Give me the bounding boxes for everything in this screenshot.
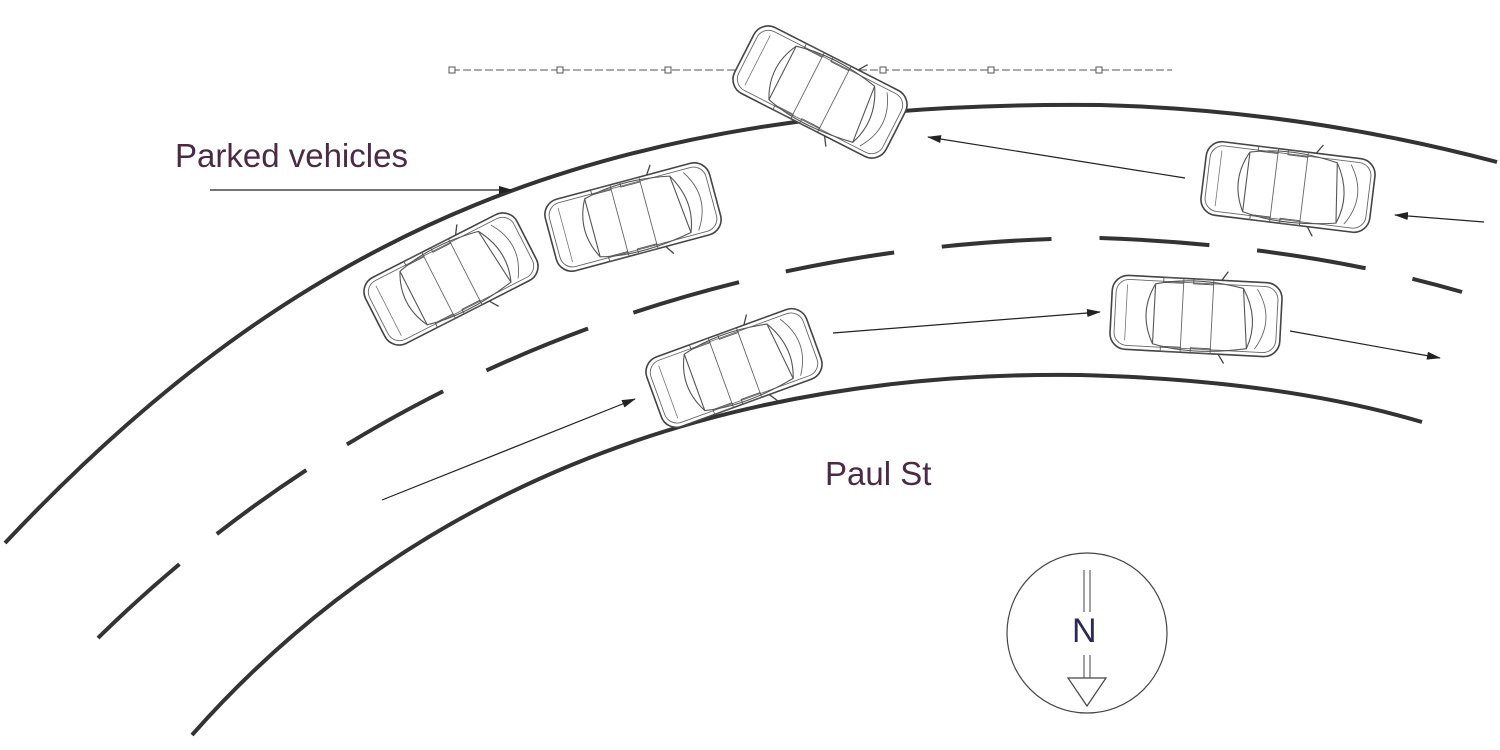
south-curb	[190, 372, 1423, 737]
car-topview-icon	[722, 11, 918, 173]
north-arrow-icon	[1006, 552, 1168, 714]
eastbound-arrow-3	[1289, 330, 1441, 360]
car-topview-icon	[637, 294, 831, 442]
westbound-arrow-2	[927, 135, 1186, 179]
parked-vehicles-label: Parked vehicles	[175, 137, 408, 174]
car-topview-icon	[1197, 130, 1379, 244]
street-name-label: Paul St	[825, 455, 932, 492]
westbound-arrow-1	[1394, 212, 1485, 223]
car-topview-icon	[1107, 264, 1285, 368]
north-label: N	[1072, 612, 1097, 650]
eastbound-arrow-1	[381, 398, 636, 501]
car-topview-icon	[353, 198, 549, 360]
eastbound-arrow-2	[832, 309, 1101, 334]
lane-center-line	[96, 235, 1463, 640]
